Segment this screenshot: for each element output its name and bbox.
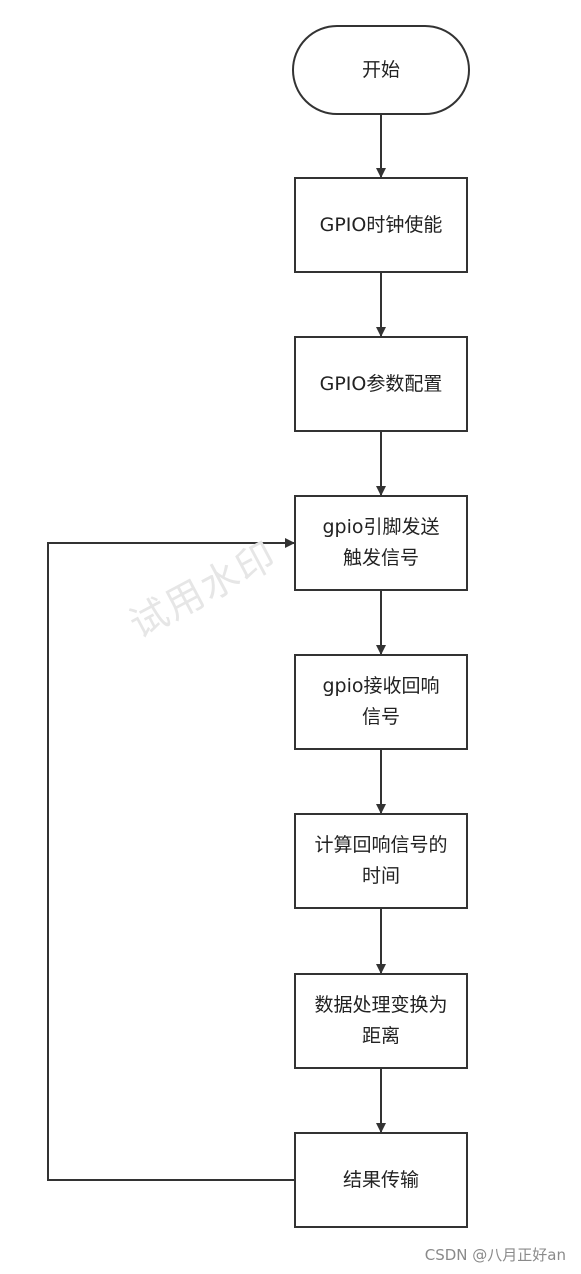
- node-trigger[interactable]: gpio引脚发送触发信号: [294, 495, 468, 591]
- node-gpio-config-label: GPIO参数配置: [319, 372, 443, 395]
- node-start[interactable]: 开始: [292, 25, 470, 115]
- node-trigger-label: gpio引脚发送触发信号: [322, 516, 440, 569]
- node-time-label: 计算回响信号的时间: [314, 834, 448, 887]
- node-echo[interactable]: gpio接收回响信号: [294, 654, 468, 750]
- node-gpio-config[interactable]: GPIO参数配置: [294, 336, 468, 432]
- node-transmit-label: 结果传输: [342, 1168, 419, 1191]
- node-process[interactable]: 数据处理变换为距离: [294, 973, 468, 1069]
- node-gpio-clock[interactable]: GPIO时钟使能: [294, 177, 468, 273]
- node-gpio-clock-label: GPIO时钟使能: [319, 213, 443, 236]
- node-echo-label: gpio接收回响信号: [322, 675, 440, 728]
- node-transmit[interactable]: 结果传输: [294, 1132, 468, 1228]
- credit-text: CSDN @八月正好an: [424, 1246, 566, 1264]
- node-process-label: 数据处理变换为距离: [314, 994, 448, 1047]
- node-start-label: 开始: [361, 58, 400, 81]
- node-time[interactable]: 计算回响信号的时间: [294, 813, 468, 909]
- edge-transmit-to-trigger: [47, 538, 295, 1181]
